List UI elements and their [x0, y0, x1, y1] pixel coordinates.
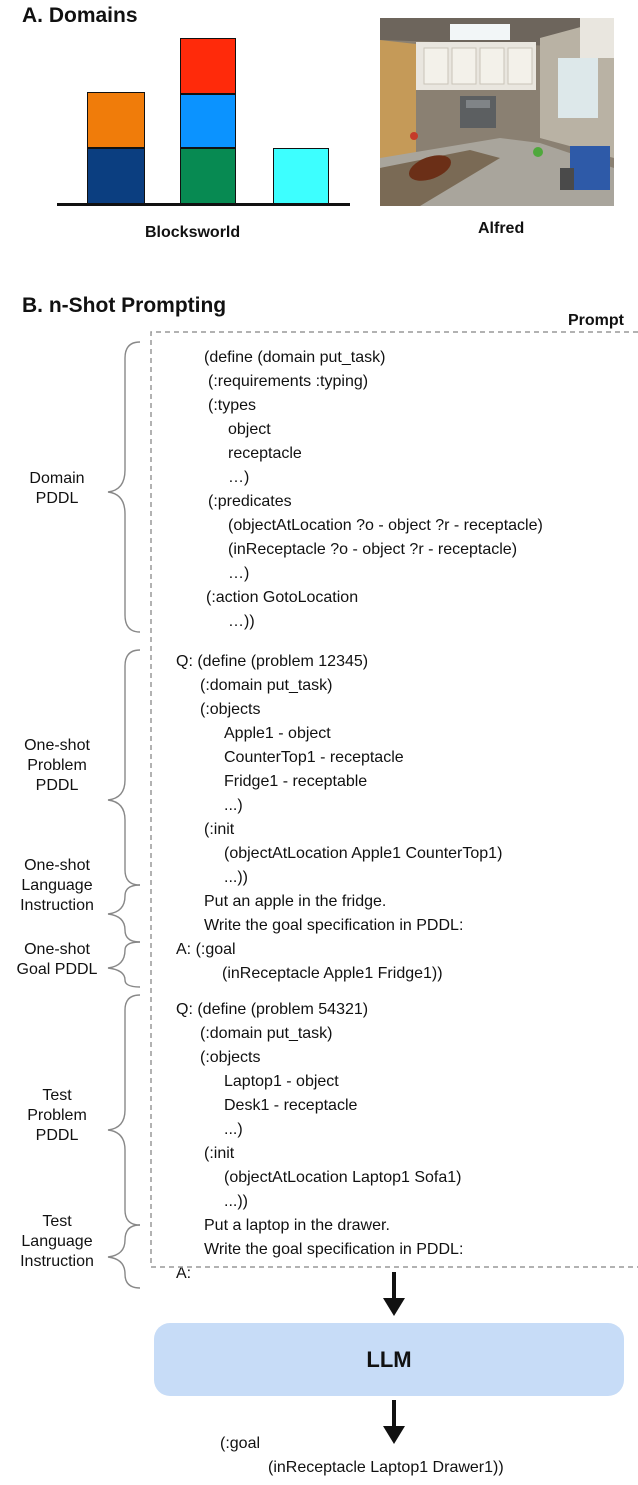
prompt-line: Laptop1 - object: [224, 1073, 339, 1090]
prompt-line: (:requirements :typing): [208, 373, 369, 390]
label-oneshot-language-instruction: One-shot Language Instruction: [20, 857, 94, 914]
label-domain-pddl: Domain PDDL: [29, 470, 85, 507]
blocksworld-caption: Blocksworld: [145, 224, 241, 241]
prompt-line: ...): [224, 797, 243, 814]
alfred-kitchen-image: [380, 18, 614, 206]
block-navy: [87, 148, 145, 204]
prompt-line: (:init: [204, 821, 235, 838]
prompt-line: Put a laptop in the drawer.: [204, 1217, 390, 1234]
arrow-to-llm-icon: [383, 1272, 405, 1316]
prompt-line: Apple1 - object: [224, 725, 331, 742]
llm-box: LLM: [154, 1323, 624, 1396]
alfred-caption: Alfred: [478, 220, 525, 237]
brace-domain: [107, 341, 141, 633]
prompt-line: ...): [224, 1121, 243, 1138]
prompt-line: A:: [176, 1265, 192, 1282]
section-a-heading: A. Domains: [22, 4, 138, 27]
prompt-line: …)): [228, 613, 255, 630]
block-red: [180, 38, 236, 94]
prompt-line: (:predicates: [208, 493, 292, 510]
brace-oneshot-problem: [107, 649, 141, 886]
prompt-line: CounterTop1 - receptacle: [224, 749, 404, 766]
prompt-line: ...)): [224, 869, 248, 886]
prompt-line: (:init: [204, 1145, 235, 1162]
prompt-line: (objectAtLocation Laptop1 Sofa1): [224, 1169, 462, 1186]
block-blue: [180, 94, 236, 148]
block-cyan: [273, 148, 329, 204]
prompt-line: (:action GotoLocation: [206, 589, 359, 606]
label-oneshot-problem-pddl: One-shot Problem PDDL: [24, 737, 90, 794]
prompt-label: Prompt: [568, 312, 624, 329]
brace-test-problem: [107, 994, 141, 1226]
prompt-line: (:objects: [200, 1049, 261, 1066]
prompt-box-outline: [150, 331, 638, 1268]
prompt-line: (inReceptacle ?o - object ?r - receptacl…: [228, 541, 518, 558]
prompt-line: (:objects: [200, 701, 261, 718]
prompt-line: Put an apple in the fridge.: [204, 893, 387, 910]
prompt-line: (inReceptacle Apple1 Fridge1)): [222, 965, 443, 982]
llm-label: LLM: [366, 1346, 412, 1372]
curly-braces: [107, 341, 141, 1289]
prompt-line: receptacle: [228, 445, 302, 462]
output-line: (:goal: [220, 1435, 261, 1452]
section-b-heading: B. n-Shot Prompting: [22, 294, 227, 317]
brace-test-language: [107, 1224, 141, 1289]
prompt-line: Write the goal specification in PDDL:: [204, 1241, 464, 1258]
label-test-problem-pddl: Test Problem PDDL: [27, 1087, 87, 1144]
prompt-line: (:domain put_task): [200, 677, 333, 694]
brace-oneshot-language: [107, 884, 141, 943]
block-green: [180, 148, 236, 204]
prompt-line: Q: (define (problem 54321): [176, 1001, 369, 1018]
prompt-line: Fridge1 - receptable: [224, 773, 368, 790]
arrow-to-output-icon: [383, 1400, 405, 1444]
block-orange: [87, 92, 145, 148]
prompt-line: Desk1 - receptacle: [224, 1097, 358, 1114]
ground-line: [57, 203, 350, 206]
brace-oneshot-goal: [107, 941, 141, 988]
prompt-line: (objectAtLocation Apple1 CounterTop1): [224, 845, 503, 862]
prompt-line: Write the goal specification in PDDL:: [204, 917, 464, 934]
label-test-language-instruction: Test Language Instruction: [20, 1213, 94, 1270]
prompt-line: ...)): [224, 1193, 248, 1210]
prompt-line: …): [228, 469, 250, 486]
prompt-line: (:domain put_task): [200, 1025, 333, 1042]
prompt-line: (objectAtLocation ?o - object ?r - recep…: [228, 517, 543, 534]
prompt-line: (define (domain put_task): [204, 349, 386, 366]
prompt-line: A: (:goal: [176, 941, 236, 958]
prompt-line: (:types: [208, 397, 257, 414]
prompt-line: Q: (define (problem 12345): [176, 653, 369, 670]
label-oneshot-goal-pddl: One-shot Goal PDDL: [16, 941, 98, 978]
prompt-line: …): [228, 565, 250, 582]
prompt-line: object: [228, 421, 271, 438]
output-line: (inReceptacle Laptop1 Drawer1)): [268, 1459, 504, 1476]
